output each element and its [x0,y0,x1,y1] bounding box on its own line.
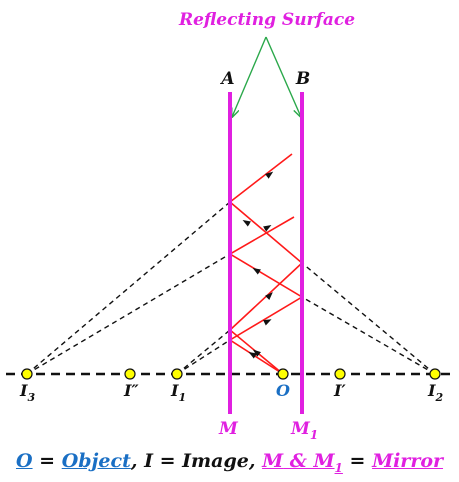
legend-o: O [15,450,33,472]
label-i2: I2 [427,381,443,404]
ray-direction-arrows [242,171,274,359]
mirror-m-label: M [218,419,239,439]
annotation-pointers [232,36,301,117]
mirror-b-label: B [295,69,310,89]
axis-points [21,368,441,380]
virtual-ray-lines [26,201,436,375]
legend-m1-sub: 1 [334,460,343,475]
point-object [277,368,289,380]
label-i-double-prime: I″ [123,381,139,400]
legend-image: Image [182,450,249,472]
point-i3 [21,368,33,380]
legend-i: I [144,450,153,472]
point-i1 [171,368,183,380]
label-i1: I1 [170,381,186,404]
legend-mirror: Mirror [372,450,444,472]
legend-m: M [262,450,284,472]
mirror-a-label: A [219,69,234,89]
legend-comma-1: , [130,450,145,472]
legend-m1: M [313,450,335,472]
legend-amp: & [283,450,314,472]
ray-path-2 [228,153,304,375]
label-i-prime: I′ [333,381,346,400]
reflected-rays [228,153,304,375]
pointer-to-mirror-b [265,36,301,117]
legend-eq-2: = [152,450,183,472]
point-i2 [429,368,441,380]
pointer-to-mirror-a [232,36,267,117]
label-i3: I3 [19,381,35,404]
reflecting-surface-title: Reflecting Surface [178,10,355,30]
legend-comma-2: , [248,450,263,472]
legend-eq-3: = [342,450,373,472]
point-i-double-prime [124,368,136,380]
legend-eq-1: = [32,450,62,472]
legend: O = Object, I = Image, M & M1 = Mirror [0,450,459,475]
label-object: O [276,381,290,400]
point-i-prime [334,368,346,380]
mirror-m1-label: M1 [290,419,318,442]
legend-object: Object [61,450,131,472]
